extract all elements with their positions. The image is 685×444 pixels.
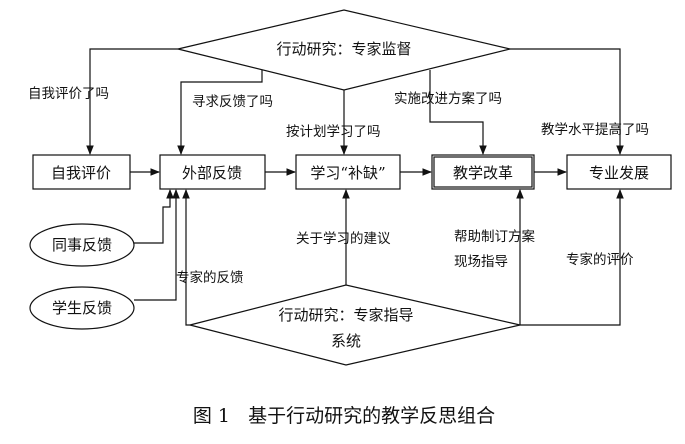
top-diamond-label: 行动研究：专家监督 xyxy=(276,40,411,58)
ellipse-student xyxy=(29,286,135,330)
self-eval-text: 自我评价 xyxy=(51,164,111,182)
label-q-level: 教学水平提高了吗 xyxy=(541,121,649,138)
label-study-advice: 关于学习的建议 xyxy=(296,231,391,247)
study-text: 学习“补缺” xyxy=(310,164,385,182)
label-expert-feedback: 专家的反馈 xyxy=(176,269,244,286)
label-help-plan-1: 帮助制订方案 xyxy=(454,228,535,245)
node-reform-inner xyxy=(433,156,533,188)
figure-caption: 图 1 基于行动研究的教学反思组合 xyxy=(193,405,495,427)
label-expert-eval: 专家的评价 xyxy=(566,251,634,268)
reform-text: 教学改革 xyxy=(453,164,513,182)
label-q-plan: 按计划学习了吗 xyxy=(286,124,381,140)
node-development xyxy=(566,154,672,190)
label-q-implement: 实施改进方案了吗 xyxy=(394,90,502,107)
label-help-plan-2: 现场指导 xyxy=(454,254,508,270)
bottom-diamond-label-1: 行动研究：专家指导 xyxy=(278,306,413,324)
development-text: 专业发展 xyxy=(589,164,649,182)
external-feedback-text: 外部反馈 xyxy=(182,164,242,182)
label-q-seek: 寻求反馈了吗 xyxy=(192,94,273,110)
label-q-self: 自我评价了吗 xyxy=(28,86,109,102)
bottom-diamond-label-2: 系统 xyxy=(331,332,361,350)
peer-feedback-text: 同事反馈 xyxy=(52,236,112,254)
bottom-diamond xyxy=(189,284,521,366)
student-feedback-text: 学生反馈 xyxy=(52,299,112,317)
ellipse-peer xyxy=(29,223,135,267)
